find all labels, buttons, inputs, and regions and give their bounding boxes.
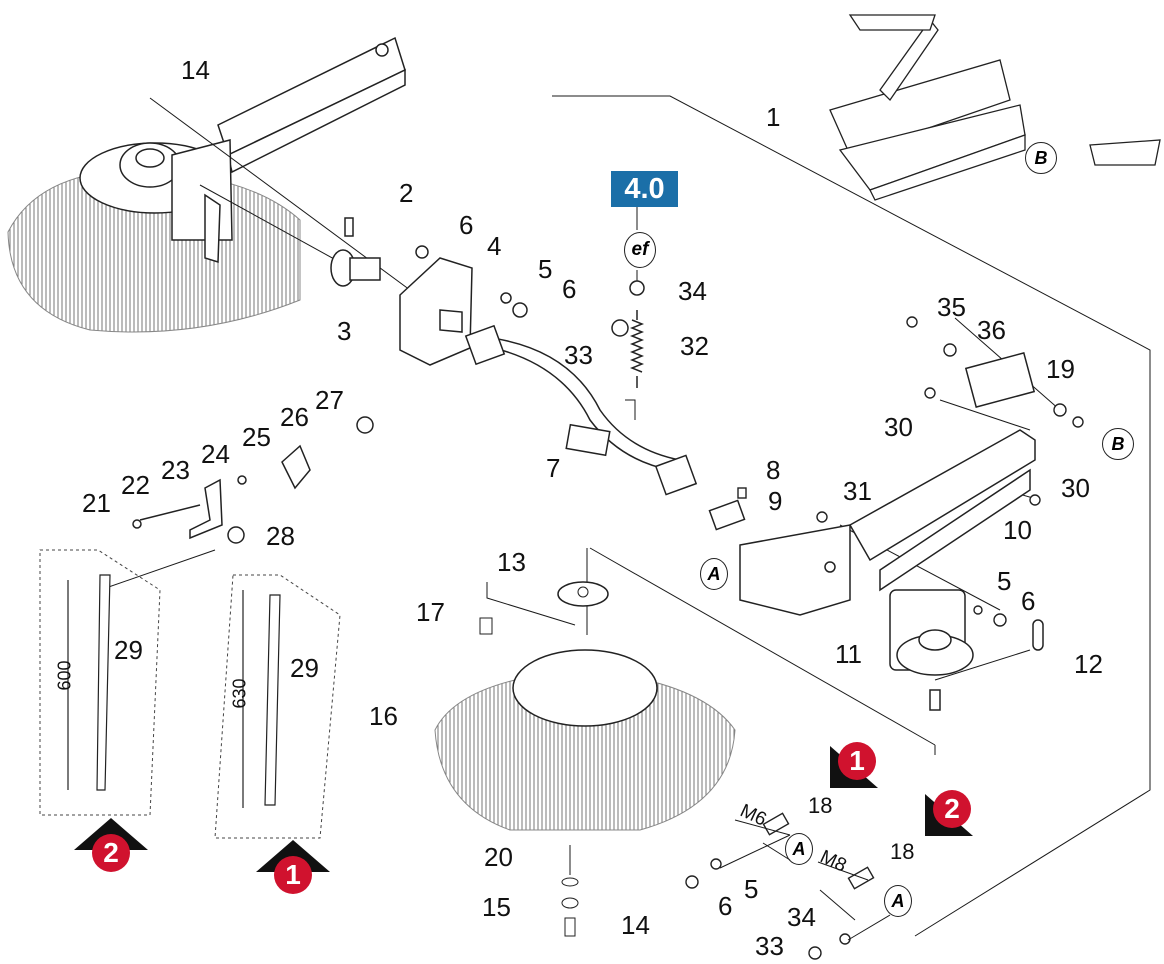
part-number: 6 bbox=[718, 891, 733, 921]
part-number: 20 bbox=[484, 842, 513, 872]
red-marker-circle: 2 bbox=[92, 834, 130, 872]
red-marker-1-left: 1 bbox=[256, 840, 330, 902]
strap-box-600 bbox=[39, 549, 161, 816]
ef-marker: ef bbox=[624, 232, 656, 268]
part-number: 33 bbox=[564, 340, 593, 370]
part-number: 5 bbox=[744, 874, 759, 904]
part-number: 31 bbox=[843, 476, 872, 506]
red-marker-circle: 1 bbox=[274, 856, 312, 894]
part-number: 17 bbox=[416, 597, 445, 627]
bracket-10 bbox=[739, 351, 1036, 616]
marker-a-1: A bbox=[700, 558, 728, 590]
part-number: 3 bbox=[337, 316, 352, 346]
marker-a-2: A bbox=[785, 833, 813, 865]
part-number: 26 bbox=[280, 402, 309, 432]
part-number: 9 bbox=[768, 486, 783, 516]
part-number: 7 bbox=[546, 453, 561, 483]
part-number: 2 bbox=[399, 178, 414, 208]
marker-a-3: A bbox=[884, 885, 912, 917]
part-number: 23 bbox=[161, 455, 190, 485]
frame-assembly-top-right bbox=[829, 14, 1161, 201]
part-number: 27 bbox=[315, 385, 344, 415]
red-marker-2-left: 2 bbox=[74, 818, 148, 880]
part-number: 19 bbox=[1046, 354, 1075, 384]
red-marker-number: 2 bbox=[944, 793, 960, 824]
part-number: 34 bbox=[787, 902, 816, 932]
part-number: 5 bbox=[997, 566, 1012, 596]
part-number: 29 bbox=[290, 653, 319, 683]
gear-motor-11 bbox=[889, 589, 1044, 711]
part-number: 14 bbox=[621, 910, 650, 940]
part-number: 15 bbox=[482, 892, 511, 922]
spring bbox=[629, 310, 645, 388]
red-marker-circle: 1 bbox=[838, 742, 876, 780]
dimension-600: 600 bbox=[54, 660, 75, 691]
part-number: 10 bbox=[1003, 515, 1032, 545]
red-marker-number: 1 bbox=[285, 859, 301, 890]
part-number: 14 bbox=[181, 55, 210, 85]
part-number: 24 bbox=[201, 439, 230, 469]
brush-arm bbox=[171, 36, 406, 264]
part-number: 6 bbox=[459, 210, 474, 240]
part-number: 36 bbox=[977, 315, 1006, 345]
marker-b-2: B bbox=[1102, 428, 1134, 460]
red-marker-number: 2 bbox=[103, 837, 119, 868]
part-number: 30 bbox=[884, 412, 913, 442]
red-marker-number: 1 bbox=[849, 745, 865, 776]
part-number: 34 bbox=[678, 276, 707, 306]
part-number: 4 bbox=[487, 231, 502, 261]
part-number: 18 bbox=[890, 839, 915, 864]
part-number: 25 bbox=[242, 422, 271, 452]
part-number: 13 bbox=[497, 547, 526, 577]
red-marker-2-right: 2 bbox=[925, 790, 977, 840]
part-number: 28 bbox=[266, 521, 295, 551]
part-number: 12 bbox=[1074, 649, 1103, 679]
dimension-630: 630 bbox=[229, 678, 250, 709]
part-number: 11 bbox=[835, 639, 862, 669]
part-number: 8 bbox=[766, 455, 781, 485]
part-number: 35 bbox=[937, 292, 966, 322]
hose bbox=[464, 324, 746, 531]
part-number: 1 bbox=[766, 102, 781, 132]
side-brush-top bbox=[7, 142, 301, 333]
part-number: 6 bbox=[1021, 586, 1036, 616]
part-number: 16 bbox=[369, 701, 398, 731]
marker-b-1: B bbox=[1025, 142, 1057, 174]
marker-a-label: A bbox=[792, 838, 806, 859]
part-number: 6 bbox=[562, 274, 577, 304]
part-number: 32 bbox=[680, 331, 709, 361]
part-number: 18 bbox=[808, 793, 833, 818]
part-number: 21 bbox=[82, 488, 111, 518]
part-number: 30 bbox=[1061, 473, 1090, 503]
side-brush-main bbox=[434, 581, 736, 937]
section-badge: 4.0 bbox=[611, 171, 678, 207]
part-number: 29 bbox=[114, 635, 143, 665]
red-marker-circle: 2 bbox=[933, 790, 971, 828]
ef-marker-label: ef bbox=[631, 239, 649, 260]
red-marker-1-right: 1 bbox=[830, 742, 882, 792]
marker-b-label: B bbox=[1034, 147, 1048, 168]
marker-a-label: A bbox=[707, 563, 721, 584]
part-number: 22 bbox=[121, 470, 150, 500]
part-number: 5 bbox=[538, 254, 553, 284]
part-number: 33 bbox=[755, 931, 784, 961]
marker-b-label: B bbox=[1111, 433, 1125, 454]
marker-a-label: A bbox=[891, 890, 905, 911]
